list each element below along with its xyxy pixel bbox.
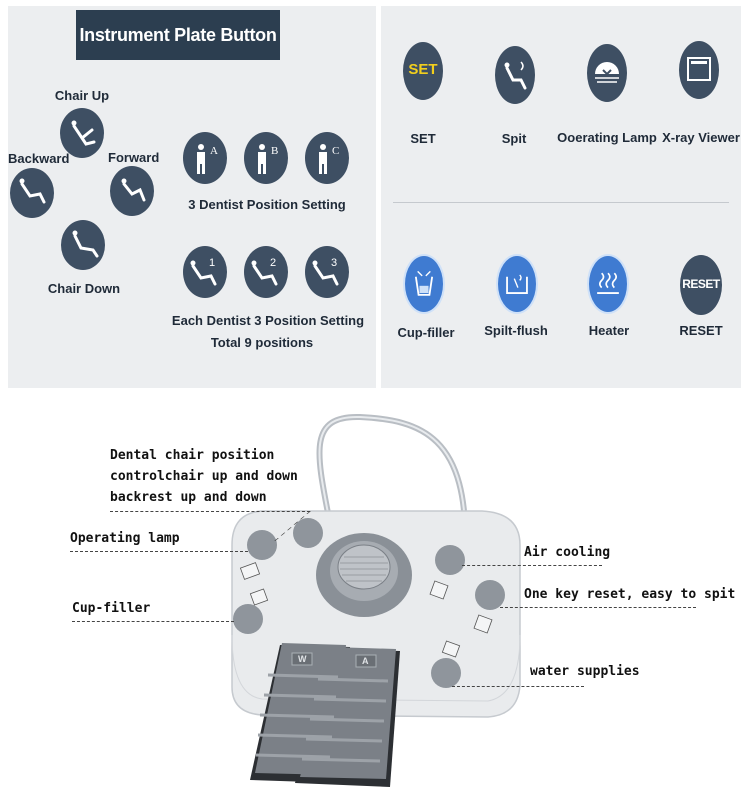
- spit-flush-icon: [506, 274, 528, 294]
- annotation-leader: [70, 551, 248, 552]
- xray-viewer-icon: [687, 57, 711, 81]
- spit-button[interactable]: [495, 46, 535, 104]
- chair-position-icon: [251, 260, 278, 286]
- reset-spit-foot-button: [475, 580, 505, 610]
- backward-icon: [19, 178, 46, 204]
- xray-viewer-button[interactable]: [679, 41, 719, 99]
- panel-divider: [393, 202, 729, 203]
- annotation-line: controlchair up and down: [110, 469, 298, 484]
- chair-position-annotation: Dental chair position controlchair up an…: [110, 445, 298, 508]
- cup-filler-label: Cup-filler: [397, 325, 455, 340]
- spit-label: Spit: [501, 131, 527, 146]
- backward-label: Backward: [8, 151, 70, 166]
- dentist-letter: C: [332, 145, 340, 157]
- dentist-b-button[interactable]: B: [244, 132, 288, 184]
- position-number: 3: [331, 257, 338, 269]
- position-number: 2: [270, 257, 277, 269]
- dentist-person-icon: [197, 144, 205, 174]
- spit-flush-button[interactable]: [496, 254, 538, 314]
- position-caption-2: Total 9 positions: [210, 335, 314, 350]
- position-2-button[interactable]: 2: [244, 246, 288, 298]
- forward-label: Forward: [108, 150, 160, 165]
- panel-title: Instrument Plate Button: [76, 10, 280, 60]
- chair-position-icon: [312, 260, 339, 286]
- reset-label: RESET: [679, 323, 723, 338]
- dentist-person-icon: [319, 144, 327, 174]
- operating-lamp-label: Ooerating Lamp: [557, 130, 657, 145]
- annotation-leader: [110, 511, 310, 512]
- set-icon: SET: [408, 61, 438, 78]
- reset-button[interactable]: RESET: [680, 255, 722, 315]
- dentist-person-icon: [258, 144, 266, 174]
- chair-up-icon: [71, 120, 96, 146]
- annotation-leader: [500, 607, 696, 608]
- chair-up-button[interactable]: [60, 108, 104, 158]
- backward-button[interactable]: [10, 168, 54, 218]
- chair-down-label: Chair Down: [47, 281, 121, 296]
- cup-filler-button[interactable]: [403, 254, 445, 314]
- set-button[interactable]: SET: [403, 42, 443, 100]
- position-1-button[interactable]: 1: [183, 246, 227, 298]
- operating-lamp-icon: [595, 62, 619, 83]
- operating-lamp-foot-button: [247, 530, 277, 560]
- cup-filler-foot-button: [233, 604, 263, 634]
- foot-control-illustration: [231, 413, 521, 787]
- dentist-letter: A: [210, 145, 218, 157]
- chair-up-label: Chair Up: [54, 88, 110, 103]
- position-number: 1: [209, 257, 216, 269]
- water-supplies-foot-button: [431, 658, 461, 688]
- reset-spit-annotation: One key reset, easy to spit: [524, 587, 736, 602]
- annotation-line: Dental chair position: [110, 448, 275, 463]
- forward-icon: [121, 178, 146, 202]
- joystick-pad: [337, 544, 391, 590]
- function-buttons-panel: SET SET Spit Ooerating Lamp X-ray Viewer…: [381, 6, 741, 388]
- instrument-plate-panel: Instrument Plate Button Chair Up Backwar…: [8, 6, 376, 388]
- reset-icon: RESET: [682, 277, 720, 291]
- operating-lamp-button[interactable]: [587, 44, 627, 102]
- cup-filler-icon: [414, 270, 434, 296]
- forward-button[interactable]: [110, 166, 154, 216]
- top-foot-button: [293, 518, 323, 548]
- position-3-button[interactable]: 3: [305, 246, 349, 298]
- annotation-leader: [72, 621, 234, 622]
- air-cooling-annotation: Air cooling: [524, 545, 611, 560]
- chair-position-icon: [190, 260, 217, 286]
- water-supplies-annotation: water supplies: [530, 664, 640, 679]
- spit-flush-label: Spilt-flush: [484, 323, 548, 338]
- position-caption-1: Each Dentist 3 Position Setting: [171, 313, 365, 328]
- spit-icon: [504, 61, 527, 90]
- annotation-leader: [462, 565, 602, 566]
- dentist-letter: B: [271, 145, 279, 157]
- dentist-a-button[interactable]: A: [183, 132, 227, 184]
- chair-down-button[interactable]: [61, 220, 105, 270]
- heater-label: Heater: [588, 323, 630, 338]
- chair-down-icon: [72, 230, 99, 258]
- annotation-leader: [452, 686, 584, 687]
- operating-lamp-annotation: Operating lamp: [70, 531, 180, 546]
- cup-filler-annotation: Cup-filler: [72, 601, 151, 616]
- heater-icon: [597, 272, 619, 294]
- pedal-letter-left: W: [298, 654, 307, 664]
- heater-button[interactable]: [587, 254, 629, 314]
- annotation-line: backrest up and down: [110, 490, 267, 505]
- xray-viewer-label: X-ray Viewer: [662, 130, 740, 145]
- pedal-letter-right: A: [362, 656, 369, 666]
- set-label: SET: [410, 131, 436, 146]
- dentist-c-button[interactable]: C: [305, 132, 349, 184]
- air-cooling-foot-button: [435, 545, 465, 575]
- dentist-position-caption: 3 Dentist Position Setting: [188, 197, 346, 212]
